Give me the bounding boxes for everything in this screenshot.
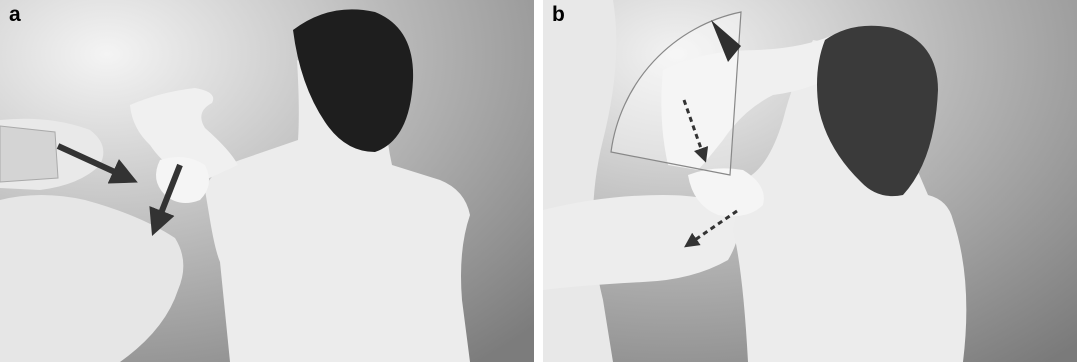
panel-a-illustration <box>0 0 534 362</box>
examiner-cuff <box>0 126 58 182</box>
panel-label-b: b <box>552 4 565 25</box>
panel-b-illustration <box>543 0 1077 362</box>
panel-label-a: a <box>9 4 21 25</box>
panel-b: b <box>543 0 1077 362</box>
panel-a: a <box>0 0 534 362</box>
